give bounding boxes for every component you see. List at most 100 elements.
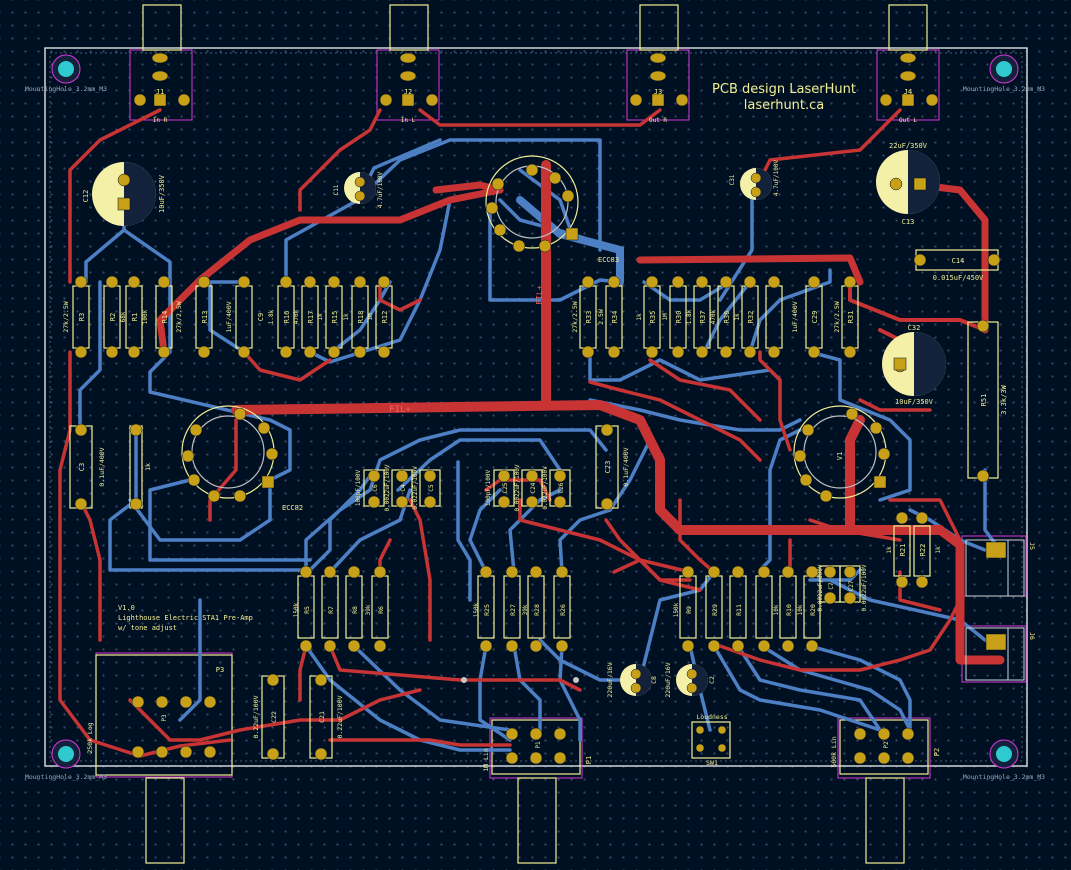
board-subtitle: w/ tone adjust [118,624,177,632]
res-value: 1.8k [268,309,275,324]
res-value: 1k [886,546,893,554]
res-ref: R5 [303,606,311,614]
res-ref: R25 [483,604,491,616]
res-ref: R8 [351,606,359,614]
res-value: 100k [142,309,149,324]
pot-ref: P2 [933,748,941,756]
pot-label: P3 [161,714,168,722]
mounting-hole-label: MountingHole_3.2mm_M3 [963,85,1045,93]
cap-value: 10uF/350V [895,398,934,406]
res-ref: R9 [685,606,693,614]
square-pads [117,93,1007,651]
terminal-ref: J6 [1028,632,1036,640]
cap-ref: C8 [650,676,658,684]
res-value: 1k [317,313,324,321]
res-value: 1M [367,313,374,321]
cap-ref: C23 [604,461,612,474]
cap-ref: C12 [82,190,90,203]
res-ref: R16 [283,311,291,324]
res-ref: R3 [78,313,86,321]
res-value: 27k/2.5W [62,301,70,332]
res-ref: R29 [711,604,719,616]
cap-ref: C22 [270,711,278,723]
back-copper-heater [516,196,624,286]
cap-value: 0.1uF/400V [622,447,630,486]
cap-ref: C24 [530,482,537,493]
res-ref: R30 [675,311,683,324]
board-name: Lighthouse Electric STA1 Pre-Amp [118,614,253,622]
mounting-holes [51,54,1019,769]
cap-ref: C11 [333,184,340,195]
res-ref: R17 [307,311,315,324]
cap-ref: C2 [708,676,716,684]
jack-ref: J4 [904,88,912,96]
res-ref: R18 [357,311,365,324]
res-ref: R13 [201,311,209,324]
mounting-hole-label: MountingHole_3.2mm_M3 [25,85,107,93]
res-ref: C9 [257,313,265,321]
res-ref: R12 [381,311,389,324]
cap-value: 4.7uF/100V [377,172,384,209]
res-ref: R26 [559,604,567,616]
res-value: 1k [343,313,350,321]
fil-label: FIL+ [389,405,411,415]
cap-ref: C31 [729,174,736,185]
res-value: 150k [473,602,480,617]
res-ref: R37 [699,311,707,324]
res-value: 1k [935,546,942,554]
res-ref: R34 [611,311,619,324]
res-value: 1.8k [686,309,693,324]
cap-value: 0.022uF/100V [412,466,419,510]
jack-label: Out R [649,117,667,124]
res-ref: R1 [131,313,139,321]
res-value: 470k [293,309,300,324]
pot-ref: P1 [585,756,593,764]
switch-label: Loudness [696,713,727,721]
res-value: 39k [365,604,372,615]
res-ref: R10 [785,604,793,616]
res-value: 2.5W [597,309,605,325]
res-ref: R20 [809,604,817,616]
cap-ref: C14 [952,257,965,265]
res-value: 1M [662,313,669,321]
cap-value: 100pF/100V [355,470,362,507]
cap-value: 0.0022uF/100V [384,464,391,511]
through-hole-pads [74,52,1001,765]
res-ref: R28 [533,604,541,616]
res-value: 3.3k/3W [1000,384,1008,414]
pot-label: P2 [883,741,890,749]
terminal-ref: J5 [1028,542,1036,550]
cap-value: 0.0022uF/100V [514,464,521,511]
cap-ref: C4 [400,484,407,492]
res-ref: R6 [377,606,385,614]
cap-value: 10uF/350V [158,174,166,213]
cap-ref: C5 [428,484,435,492]
cap-value: 220uF/16V [664,662,672,697]
board-url: laserhunt.ca [744,98,825,113]
pot-ref: P3 [216,666,224,674]
res-ref: R31 [847,311,855,324]
cap-value: 100pF/100V [485,470,492,507]
res-ref: R33 [585,311,593,324]
jack-label: Out L [899,117,917,124]
cap-ref: C25 [502,482,509,493]
cap-value: 0.22uF/100V [252,695,260,738]
cap-value: 22uF/350V [889,142,928,150]
res-value: 68k [120,311,127,322]
res-value: 1uF/400V [225,301,233,332]
res-ref: R7 [327,606,335,614]
pot-value: 250k Log [86,722,94,753]
switch-ref: SW1 [706,759,718,767]
cap-ref: C13 [902,218,915,226]
res-value: 470k [710,309,717,324]
cap-ref: C27 [848,580,855,591]
fil-label-vertical: FIL+ [535,285,544,304]
board-version: V1.0 [118,604,135,612]
front-copper-traces [58,108,962,758]
tube-ref: ECC83 [598,256,619,264]
res-value: 1k [144,463,152,471]
res-value: 1k [636,313,643,321]
cap-value: 0.0022uF/100V [817,564,824,611]
